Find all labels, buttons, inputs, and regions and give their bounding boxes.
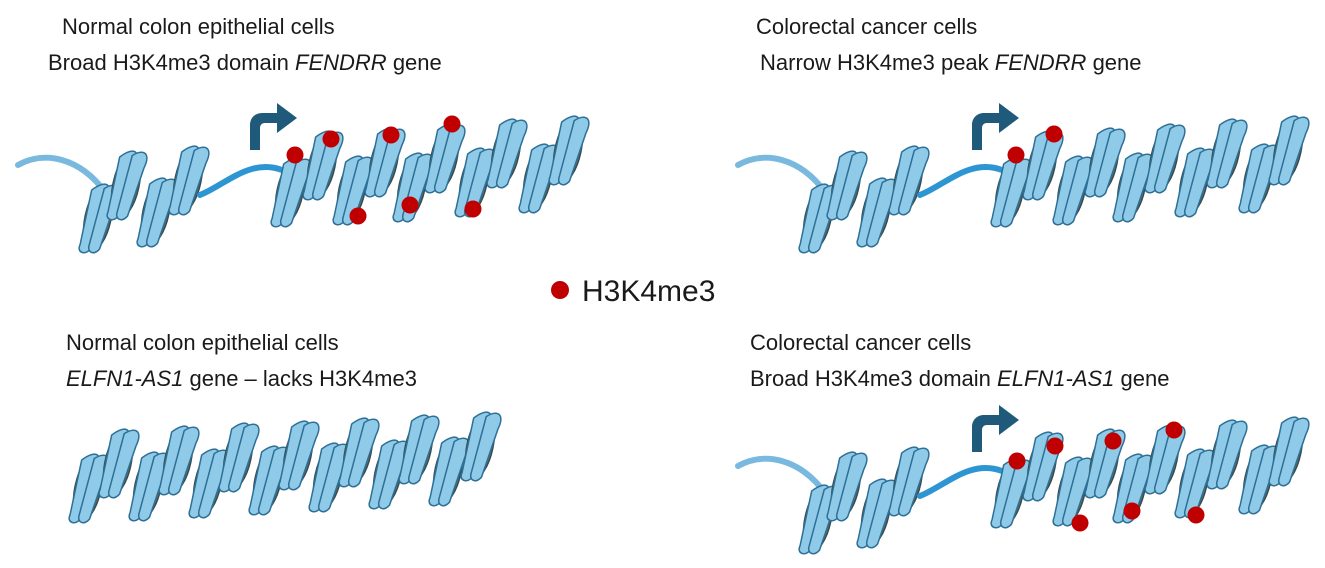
h3k4me3-marks bbox=[286, 115, 482, 225]
h3k4me3-mark bbox=[1045, 125, 1063, 143]
panel-bottom-left: Normal colon epithelial cells ELFN1-AS1 … bbox=[66, 330, 503, 527]
linker-dna bbox=[917, 164, 1005, 198]
h3k4me3-mark bbox=[382, 126, 400, 144]
subtitle-suffix: gene bbox=[1114, 366, 1169, 391]
tss-arrow-icon bbox=[250, 103, 297, 150]
nucleosome-array-upstream bbox=[797, 142, 931, 257]
tss-arrow-icon bbox=[972, 405, 1019, 452]
tss-arrow-icon bbox=[972, 103, 1019, 150]
panel-bottom-right: Colorectal cancer cells Broad H3K4me3 do… bbox=[735, 330, 1311, 558]
h3k4me3-mark bbox=[1165, 421, 1183, 439]
panel-title: Colorectal cancer cells bbox=[750, 330, 971, 355]
nucleosome-array-gene bbox=[989, 413, 1311, 532]
h3k4me3-mark bbox=[286, 146, 304, 164]
subtitle-suffix: gene – lacks H3K4me3 bbox=[183, 366, 417, 391]
dna-tail bbox=[15, 154, 108, 195]
gene-name: FENDRR bbox=[995, 50, 1087, 75]
h3k4me3-mark bbox=[1123, 502, 1141, 520]
panel-subtitle: Broad H3K4me3 domain ELFN1-AS1 gene bbox=[750, 366, 1169, 391]
gene-name: ELFN1-AS1 bbox=[66, 366, 183, 391]
panel-top-left: Normal colon epithelial cells Broad H3K4… bbox=[15, 14, 591, 257]
subtitle-suffix: gene bbox=[1086, 50, 1141, 75]
h3k4me3-mark bbox=[1187, 506, 1205, 524]
h3k4me3-mark bbox=[349, 207, 367, 225]
panel-title: Normal colon epithelial cells bbox=[66, 330, 339, 355]
panel-title: Colorectal cancer cells bbox=[756, 14, 977, 39]
h3k4me3-mark bbox=[1007, 146, 1025, 164]
h3k4me3-mark bbox=[1071, 514, 1089, 532]
panel-subtitle: Broad H3K4me3 domain FENDRR gene bbox=[48, 50, 442, 75]
gene-name: ELFN1-AS1 bbox=[997, 366, 1114, 391]
h3k4me3-mark bbox=[1008, 452, 1026, 470]
nucleosome-array-upstream bbox=[797, 443, 931, 558]
h3k4me3-mark bbox=[1046, 437, 1064, 455]
h3k4me3-marks bbox=[1007, 125, 1063, 164]
dna-tail bbox=[735, 455, 828, 496]
legend-label: H3K4me3 bbox=[582, 275, 715, 308]
panel-top-right: Colorectal cancer cells Narrow H3K4me3 p… bbox=[735, 14, 1311, 257]
panel-subtitle: ELFN1-AS1 gene – lacks H3K4me3 bbox=[66, 366, 417, 391]
panel-title: Normal colon epithelial cells bbox=[62, 14, 335, 39]
nucleosome-array-gene bbox=[989, 112, 1311, 231]
linker-dna bbox=[917, 465, 1005, 499]
subtitle-prefix: Broad H3K4me3 domain bbox=[750, 366, 997, 391]
h3k4me3-marks bbox=[1008, 421, 1205, 532]
h3k4me3-mark bbox=[1104, 432, 1122, 450]
dna-tail bbox=[735, 154, 828, 195]
h3k4me3-mark bbox=[443, 115, 461, 133]
subtitle-prefix: Broad H3K4me3 domain bbox=[48, 50, 295, 75]
h3k4me3-mark bbox=[322, 130, 340, 148]
gene-name: FENDRR bbox=[295, 50, 387, 75]
legend: H3K4me3 bbox=[551, 275, 715, 308]
h3k4me3-legend-icon bbox=[551, 281, 569, 299]
h3k4me3-mark bbox=[464, 200, 482, 218]
h3k4me3-mark bbox=[401, 196, 419, 214]
nucleosome-array-gene bbox=[269, 112, 591, 231]
nucleosome-array-upstream bbox=[77, 142, 211, 257]
subtitle-prefix: Narrow H3K4me3 peak bbox=[760, 50, 995, 75]
linker-dna bbox=[197, 164, 285, 198]
panel-subtitle: Narrow H3K4me3 peak FENDRR gene bbox=[760, 50, 1142, 75]
subtitle-suffix: gene bbox=[387, 50, 442, 75]
nucleosome-array bbox=[67, 408, 503, 527]
